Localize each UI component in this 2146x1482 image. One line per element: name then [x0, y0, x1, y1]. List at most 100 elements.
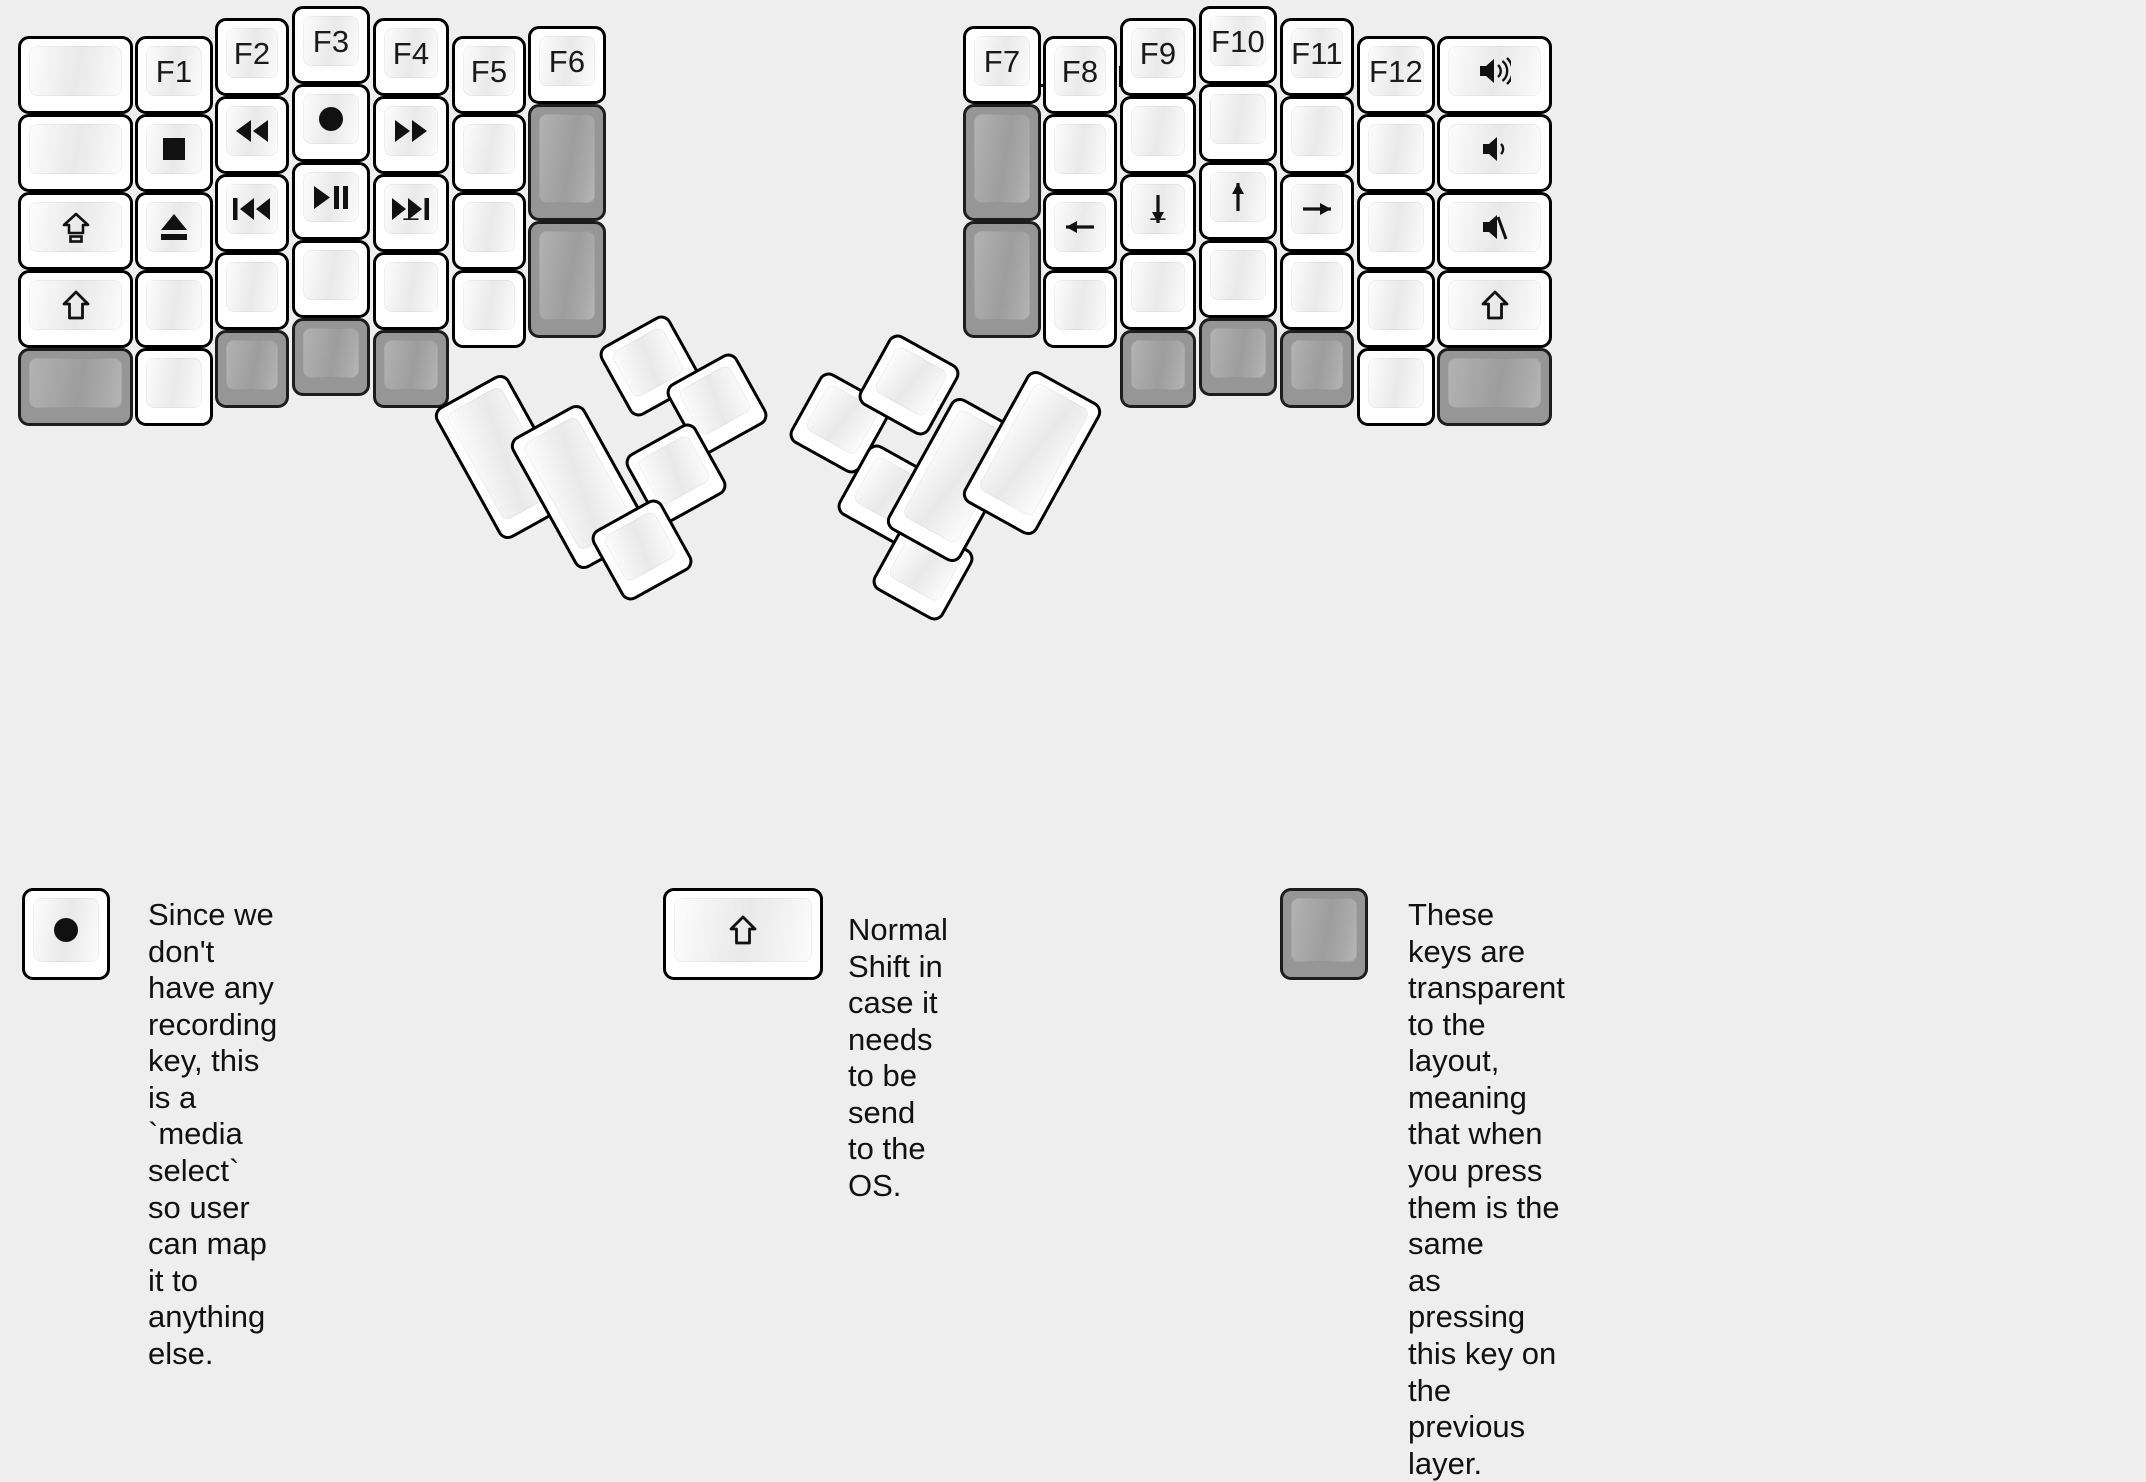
- keycap-surface: [539, 36, 595, 86]
- keycap-surface: [1368, 280, 1424, 330]
- key-right-col-middle-r1[interactable]: F10: [1199, 6, 1277, 84]
- keycap-surface: [1368, 358, 1424, 408]
- key-right-col-middle-r2[interactable]: [1199, 84, 1277, 162]
- key-left-col-pinky-r4[interactable]: [135, 270, 213, 348]
- keycap-surface: [384, 340, 438, 390]
- legend-text-transparent-key-note: These keys are transparent to the layout…: [1408, 897, 1565, 1481]
- key-right-col-inner-r3[interactable]: [1043, 192, 1117, 270]
- key-right-col-pinky-r5[interactable]: [1357, 348, 1435, 426]
- keycap-surface: [1368, 202, 1424, 252]
- key-right-col-pinky-outer-r5[interactable]: [1437, 348, 1552, 426]
- keycap-surface: [226, 184, 278, 234]
- keycap-surface: [977, 381, 1091, 518]
- key-right-col-ring-r1[interactable]: F11: [1280, 18, 1354, 96]
- key-left-col-inner-r3[interactable]: [452, 192, 526, 270]
- key-left-col-middle-r5[interactable]: [292, 318, 370, 396]
- key-right-col-ring-r5[interactable]: [1280, 330, 1354, 408]
- key-right-col-pinky-outer-r1[interactable]: [1437, 36, 1552, 114]
- key-left-col-pinky-outer-r2[interactable]: [18, 114, 133, 192]
- keycap-surface: [226, 28, 278, 78]
- keycap-surface: [974, 36, 1030, 86]
- key-right-col-middle-r3[interactable]: [1199, 162, 1277, 240]
- keycap-surface: [146, 358, 202, 408]
- keycap-surface: [29, 46, 122, 96]
- key-right-col-ring-r2[interactable]: [1280, 96, 1354, 174]
- key-left-col-pinky-outer-r5[interactable]: [18, 348, 133, 426]
- key-left-col-inner-r2[interactable]: [452, 114, 526, 192]
- keycap-surface: [1291, 184, 1343, 234]
- key-right-col-innermost-r3[interactable]: [963, 221, 1041, 338]
- key-left-col-inner-r1[interactable]: F5: [452, 36, 526, 114]
- keycap-surface: [872, 344, 949, 419]
- keycap-surface: [1448, 358, 1541, 408]
- key-left-col-index-r3[interactable]: _: [373, 174, 449, 252]
- keycap-surface: [226, 262, 278, 312]
- key-left-col-index-r1[interactable]: F4: [373, 18, 449, 96]
- key-right-col-pinky-r1[interactable]: F12: [1357, 36, 1435, 114]
- key-right-col-inner-r2[interactable]: [1043, 114, 1117, 192]
- key-right-col-index-r5[interactable]: [1120, 330, 1196, 408]
- key-left-col-innermost-r2[interactable]: [528, 104, 606, 221]
- keycap-surface: [1210, 94, 1266, 144]
- key-right-col-pinky-outer-r2[interactable]: [1437, 114, 1552, 192]
- keycap-surface: [384, 106, 438, 156]
- keycap-surface: [463, 202, 515, 252]
- keycap-surface: [146, 46, 202, 96]
- key-right-col-index-r1[interactable]: F9: [1120, 18, 1196, 96]
- key-right-col-innermost-r2[interactable]: [963, 104, 1041, 221]
- key-right-col-inner-r1[interactable]: F8: [1043, 36, 1117, 114]
- key-right-col-pinky-r4[interactable]: [1357, 270, 1435, 348]
- keycap-surface: [1448, 46, 1541, 96]
- key-right-col-pinky-outer-r3[interactable]: [1437, 192, 1552, 270]
- key-left-col-innermost-r3[interactable]: [528, 221, 606, 338]
- key-left-col-innermost-r1[interactable]: F6: [528, 26, 606, 104]
- keycap-surface: [1131, 340, 1185, 390]
- keycap-surface: [1054, 280, 1106, 330]
- keycap-surface: [1368, 46, 1424, 96]
- key-left-col-pinky-r2[interactable]: [135, 114, 213, 192]
- key-right-col-innermost-r1[interactable]: F7: [963, 26, 1041, 104]
- key-left-col-ring-r3[interactable]: [215, 174, 289, 252]
- key-right-col-middle-r5[interactable]: [1199, 318, 1277, 396]
- key-left-col-inner-r4[interactable]: [452, 270, 526, 348]
- keycap-surface: [463, 280, 515, 330]
- key-right-col-index-r2[interactable]: [1120, 96, 1196, 174]
- key-left-col-middle-r2[interactable]: [292, 84, 370, 162]
- key-right-col-middle-r4[interactable]: [1199, 240, 1277, 318]
- key-left-col-index-r2[interactable]: [373, 96, 449, 174]
- key-left-col-middle-r4[interactable]: [292, 240, 370, 318]
- key-right-col-index-r4[interactable]: [1120, 252, 1196, 330]
- legend-text-shift-key-note: Normal Shift in case it needs to be send…: [848, 912, 948, 1204]
- keycap-surface: [636, 433, 713, 508]
- key-right-col-pinky-outer-r4[interactable]: [1437, 270, 1552, 348]
- keycap-surface: [303, 16, 359, 66]
- key-left-col-pinky-outer-r1[interactable]: [18, 36, 133, 114]
- keycap-surface: [1210, 250, 1266, 300]
- key-right-col-ring-r3[interactable]: [1280, 174, 1354, 252]
- key-right-col-pinky-r3[interactable]: [1357, 192, 1435, 270]
- key-left-col-pinky-outer-r4[interactable]: [18, 270, 133, 348]
- key-left-col-ring-r1[interactable]: F2: [215, 18, 289, 96]
- key-left-col-middle-r1[interactable]: F3: [292, 6, 370, 84]
- keycap-surface: [1054, 124, 1106, 174]
- key-sublabel: _: [403, 191, 419, 221]
- key-left-col-index-r4[interactable]: [373, 252, 449, 330]
- key-right-col-pinky-r2[interactable]: [1357, 114, 1435, 192]
- keycap-surface: [539, 231, 595, 320]
- key-left-col-index-r5[interactable]: [373, 330, 449, 408]
- keycap-surface: [1210, 172, 1266, 222]
- key-right-col-ring-r4[interactable]: [1280, 252, 1354, 330]
- key-left-col-middle-r3[interactable]: [292, 162, 370, 240]
- key-left-col-pinky-outer-r3[interactable]: [18, 192, 133, 270]
- key-left-col-ring-r4[interactable]: [215, 252, 289, 330]
- key-left-col-pinky-r1[interactable]: F1: [135, 36, 213, 114]
- key-left-col-ring-r2[interactable]: [215, 96, 289, 174]
- key-right-col-index-r3[interactable]: _: [1120, 174, 1196, 252]
- key-right-col-inner-r4[interactable]: [1043, 270, 1117, 348]
- keycap-surface: [463, 46, 515, 96]
- key-left-col-pinky-r5[interactable]: [135, 348, 213, 426]
- key-left-col-ring-r5[interactable]: [215, 330, 289, 408]
- key-left-col-pinky-r3[interactable]: [135, 192, 213, 270]
- keycap-surface: [539, 114, 595, 203]
- keycap-surface: [1054, 202, 1106, 252]
